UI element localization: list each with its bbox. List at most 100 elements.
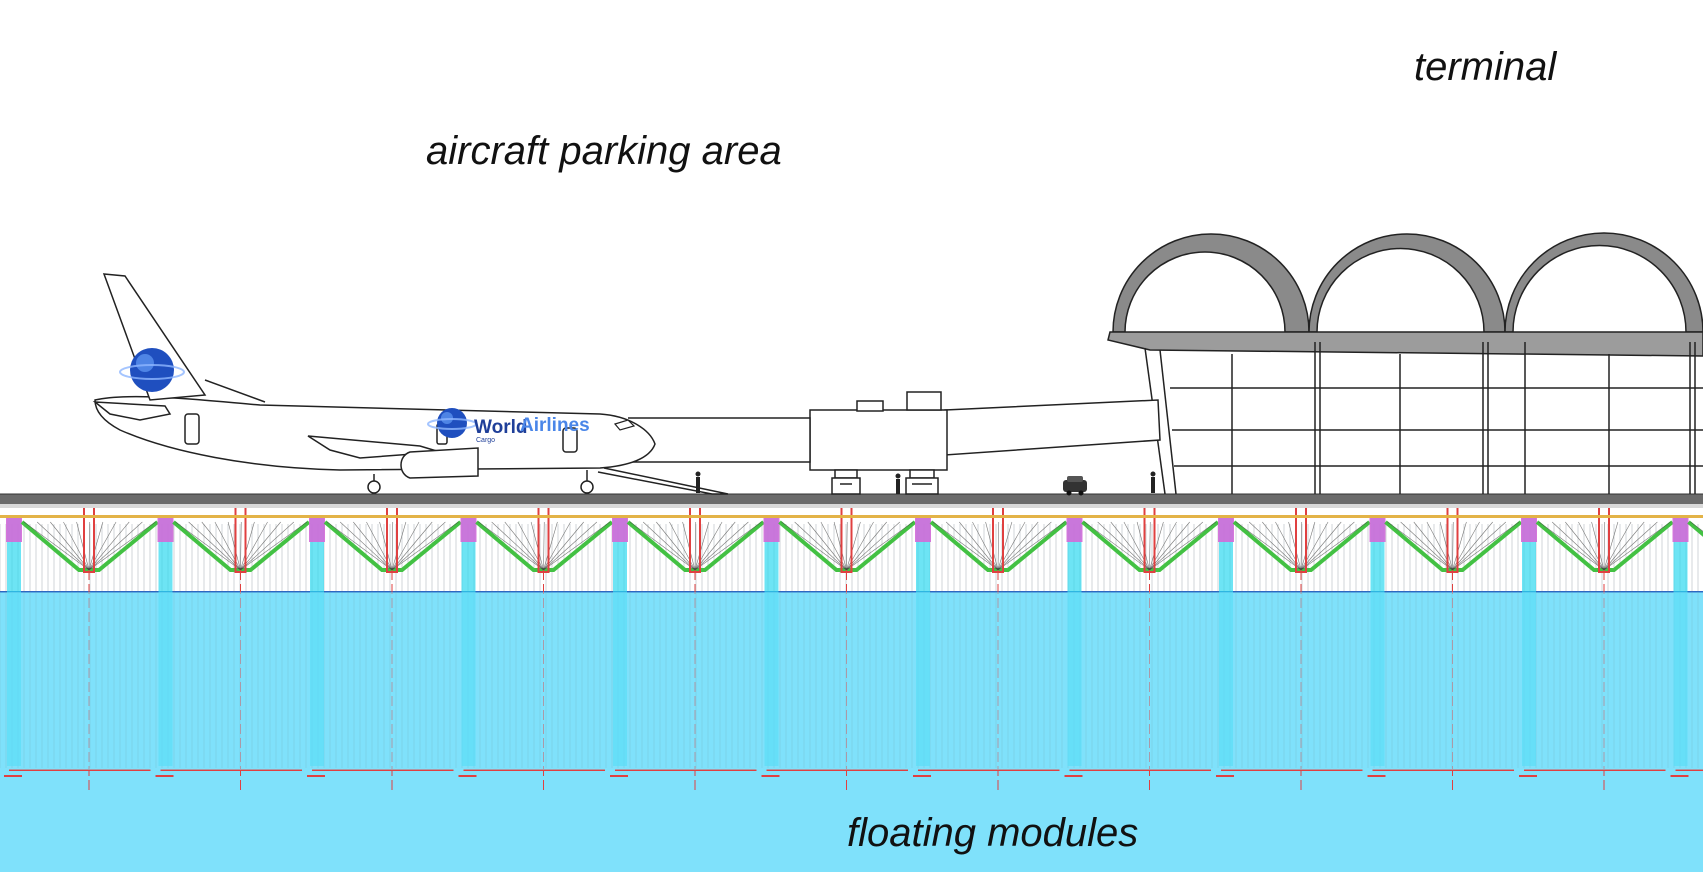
module-connector xyxy=(915,518,931,542)
module-fan-line xyxy=(543,521,584,571)
module-fan-line xyxy=(391,521,407,571)
module-fan-line xyxy=(491,521,544,571)
module-fan-line xyxy=(1300,521,1316,571)
module-fan-line xyxy=(214,521,241,571)
module-fan-line xyxy=(997,521,1000,571)
module-fan-line xyxy=(1603,521,1645,571)
ground-vehicle xyxy=(1063,476,1087,496)
aircraft-fuselage xyxy=(94,395,656,471)
module-fan-line xyxy=(1565,521,1605,571)
aircraft-stabilizer xyxy=(92,401,172,421)
module-connector xyxy=(309,518,325,542)
module-fan-line xyxy=(240,521,295,571)
aircraft-brand-airlines: Airlines xyxy=(520,415,590,436)
module-fan-line xyxy=(1300,521,1342,571)
module-fan-line xyxy=(1084,521,1150,571)
module-fan-line xyxy=(188,521,241,571)
module-fan-line xyxy=(1452,521,1467,571)
module-fan-line xyxy=(543,521,558,571)
module-connector xyxy=(460,518,477,542)
module-fan-line xyxy=(391,521,394,571)
label-floating-modules: floating modules xyxy=(847,811,1138,855)
module-fan-line xyxy=(997,521,1013,571)
module-fan-line xyxy=(88,521,130,571)
aircraft-door xyxy=(184,413,200,445)
person-figure xyxy=(695,471,701,493)
module-water-tint xyxy=(0,592,1703,770)
terminal-dome xyxy=(1308,233,1506,333)
module-fan-line xyxy=(326,521,393,571)
terminal-dome xyxy=(1112,233,1310,333)
aircraft-landing-gear xyxy=(367,470,594,494)
module-fan-line xyxy=(543,521,545,571)
module-fan-line xyxy=(945,521,999,571)
module-fan-line xyxy=(1603,521,1619,571)
module-fan-line xyxy=(23,521,90,571)
module-fan-line xyxy=(543,521,611,571)
terminal-facade xyxy=(1144,342,1703,495)
module-connector xyxy=(157,518,174,542)
module-fan-line xyxy=(88,521,143,571)
module-fan-line xyxy=(379,521,393,571)
module-fan-line xyxy=(694,521,762,571)
module-truss xyxy=(1687,520,1703,537)
module-fan-line xyxy=(1400,521,1453,571)
module-fan-line xyxy=(1387,521,1453,571)
module-fan-line xyxy=(1262,521,1302,571)
module-fan-line xyxy=(833,521,847,571)
module-fan-line xyxy=(794,521,847,571)
module-fan-line xyxy=(1452,521,1507,571)
module-connector xyxy=(1672,518,1689,542)
module-fan-line xyxy=(240,521,255,571)
module-fan-line xyxy=(339,521,393,571)
module-fan-line xyxy=(1603,521,1671,571)
aircraft-wing xyxy=(307,435,441,459)
module-fan-line xyxy=(1097,521,1150,571)
cargo-aircraft: World Airlines Cargo xyxy=(92,273,729,495)
globe-icon xyxy=(119,348,185,392)
module-fan-line xyxy=(1413,521,1453,571)
globe-icon xyxy=(427,408,477,438)
module-fan-line xyxy=(642,521,696,571)
label-aircraft-parking-area: aircraft parking area xyxy=(426,129,782,173)
module-fan-line xyxy=(1538,521,1605,571)
module-fan-line xyxy=(1452,521,1520,571)
module-connector xyxy=(763,518,780,542)
module-fan-line xyxy=(932,521,999,571)
module-fan-line xyxy=(240,521,281,571)
module-fan-line xyxy=(985,521,999,571)
terminal-dome xyxy=(1504,232,1703,333)
module-fan-line xyxy=(972,521,999,571)
module-connector xyxy=(1066,518,1083,542)
person-figure xyxy=(1150,471,1156,493)
module-fan-line xyxy=(88,521,104,571)
module-fan-line xyxy=(1452,521,1454,571)
module-fan-line xyxy=(846,521,848,571)
deck-slab xyxy=(0,494,1703,504)
module-fan-line xyxy=(1300,521,1355,571)
module-fan-line xyxy=(997,521,1065,571)
module-fan-line xyxy=(694,521,697,571)
module-fan-line xyxy=(353,521,393,571)
module-fan-line xyxy=(1551,521,1605,571)
module-fan-line xyxy=(201,521,241,571)
aircraft-engine xyxy=(400,447,479,479)
module-connector xyxy=(1369,518,1386,542)
module-fan-line xyxy=(1439,521,1453,571)
module-fan-line xyxy=(1591,521,1605,571)
module-fan-line xyxy=(997,521,1039,571)
module-connector xyxy=(1521,518,1537,542)
module-connector xyxy=(6,518,22,542)
module-connector xyxy=(1218,518,1234,542)
person-figure xyxy=(895,473,901,494)
module-fan-line xyxy=(1275,521,1302,571)
module-fan-line xyxy=(366,521,393,571)
floating-modules-structure xyxy=(0,505,1703,790)
module-fan-line xyxy=(50,521,90,571)
module-fan-line xyxy=(227,521,241,571)
module-fan-line xyxy=(543,521,598,571)
module-fan-line xyxy=(807,521,847,571)
aircraft-door xyxy=(562,427,578,453)
module-fan-line xyxy=(1300,521,1368,571)
